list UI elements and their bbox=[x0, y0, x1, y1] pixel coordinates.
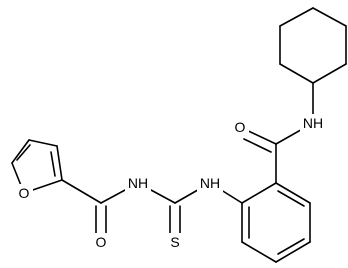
amide-oxygen-label: O bbox=[96, 234, 107, 250]
cyclohexane-bond bbox=[312, 7, 347, 27]
atom-labels: O O NH S NH O NH bbox=[15, 114, 326, 251]
label-bg bbox=[300, 114, 326, 132]
furan-oxygen-label: O bbox=[19, 185, 30, 201]
label-bg bbox=[231, 118, 249, 136]
furan-bond bbox=[56, 145, 63, 181]
benzene-bond bbox=[241, 182, 277, 204]
furan-bond bbox=[11, 139, 30, 164]
furan-double-bond bbox=[16, 144, 31, 161]
label-bg bbox=[125, 174, 151, 192]
furan-double-bond bbox=[50, 151, 56, 177]
cyclohexane-bond bbox=[279, 7, 314, 27]
benzene-bond bbox=[241, 241, 277, 263]
label-bg bbox=[197, 174, 223, 192]
thiourea-nh-label: NH bbox=[200, 175, 220, 191]
label-bg bbox=[92, 233, 110, 251]
benzene-bond bbox=[275, 182, 311, 204]
benzamide-oxygen-label: O bbox=[235, 119, 246, 135]
benzene-double-bond bbox=[277, 238, 305, 255]
cyclohexane-bond bbox=[312, 63, 347, 84]
acyl-nh-label: NH bbox=[128, 175, 148, 191]
bonds-group bbox=[11, 7, 347, 263]
cyclohexane-bond bbox=[279, 63, 314, 84]
acyl-bond bbox=[61, 179, 102, 204]
cyclohexyl-nh-label: NH bbox=[303, 115, 323, 131]
label-bg bbox=[166, 233, 184, 251]
label-bg bbox=[15, 184, 33, 202]
benzene-bond bbox=[275, 241, 311, 263]
furan-bond bbox=[28, 139, 58, 147]
thio-sulfur-label: S bbox=[170, 234, 179, 250]
carbonyl-double-bond bbox=[243, 138, 272, 153]
benzene-double-bond bbox=[277, 190, 305, 207]
